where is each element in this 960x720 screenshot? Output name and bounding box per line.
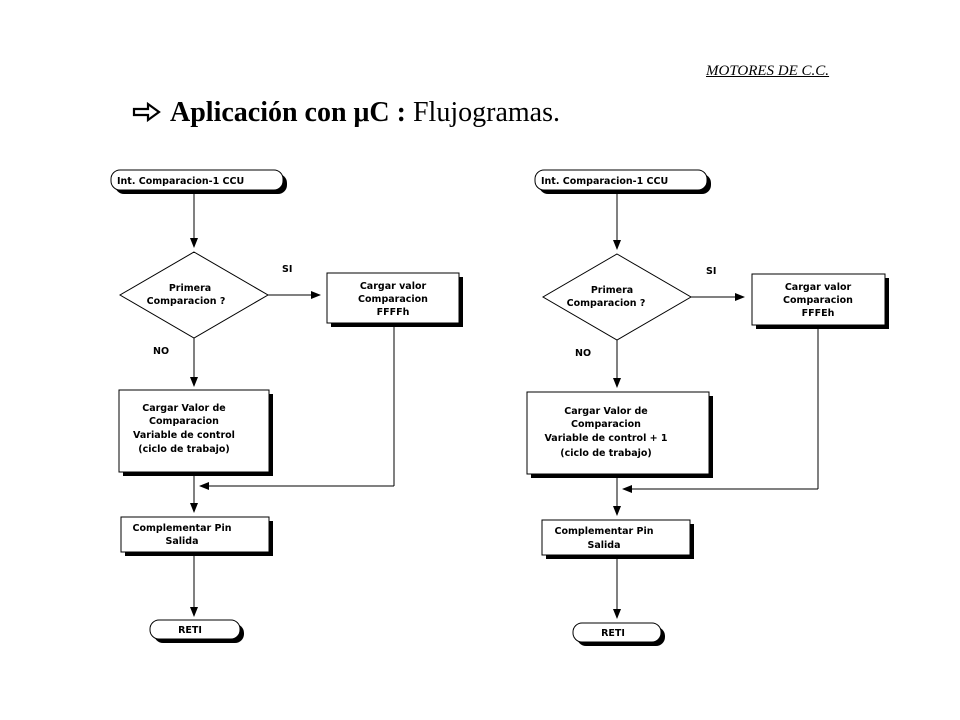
right-arrow-outline-icon	[132, 101, 161, 123]
load-compare-line2: Comparacion	[571, 419, 641, 430]
load-compare-line3: Variable de control + 1	[544, 433, 667, 444]
flowchart-left: Int. Comparacion-1 CCU Primera Comparaci…	[110, 169, 463, 643]
end-terminator-label: RETI	[178, 625, 202, 636]
complement-line2: Salida	[166, 536, 199, 547]
complement-line1: Complementar Pin	[555, 526, 654, 537]
load-compare-line4: (ciclo de trabajo)	[560, 448, 651, 459]
decision-label-line2: Comparacion ?	[567, 298, 646, 309]
no-label: NO	[575, 348, 591, 359]
load-compare-line1: Cargar Valor de	[142, 403, 226, 414]
complement-line2: Salida	[588, 540, 621, 551]
load-value-line3: FFFFh	[377, 307, 410, 318]
load-compare-line1: Cargar Valor de	[564, 406, 648, 417]
yes-label: SI	[706, 266, 716, 277]
load-value-line2: Comparacion	[783, 295, 853, 306]
load-compare-line2: Comparacion	[149, 416, 219, 427]
decision-label-line1: Primera	[591, 285, 633, 296]
course-header: MOTORES DE C.C.	[706, 63, 830, 79]
decision-label-line2: Comparacion ?	[147, 296, 226, 307]
load-value-line3: FFFEh	[802, 308, 835, 319]
title-bold: Aplicación con μC :	[170, 97, 406, 128]
decision-label-line1: Primera	[169, 283, 211, 294]
load-compare-line3: Variable de control	[133, 430, 235, 441]
complement-line1: Complementar Pin	[133, 523, 232, 534]
load-compare-line4: (ciclo de trabajo)	[138, 444, 229, 455]
start-terminator-label: Int. Comparacion-1 CCU	[541, 176, 668, 187]
yes-label: SI	[282, 264, 292, 275]
load-value-line2: Comparacion	[358, 294, 428, 305]
load-value-line1: Cargar valor	[785, 282, 852, 293]
slide-title: Aplicación con μC : Flujogramas.	[132, 97, 560, 129]
load-value-line1: Cargar valor	[360, 281, 427, 292]
title-normal: Flujogramas.	[412, 97, 560, 128]
start-terminator-label: Int. Comparacion-1 CCU	[117, 176, 244, 187]
flowchart-right: Int. Comparacion-1 CCU Primera Comparaci…	[526, 169, 889, 646]
no-label: NO	[153, 346, 169, 357]
end-terminator-label: RETI	[601, 628, 625, 639]
